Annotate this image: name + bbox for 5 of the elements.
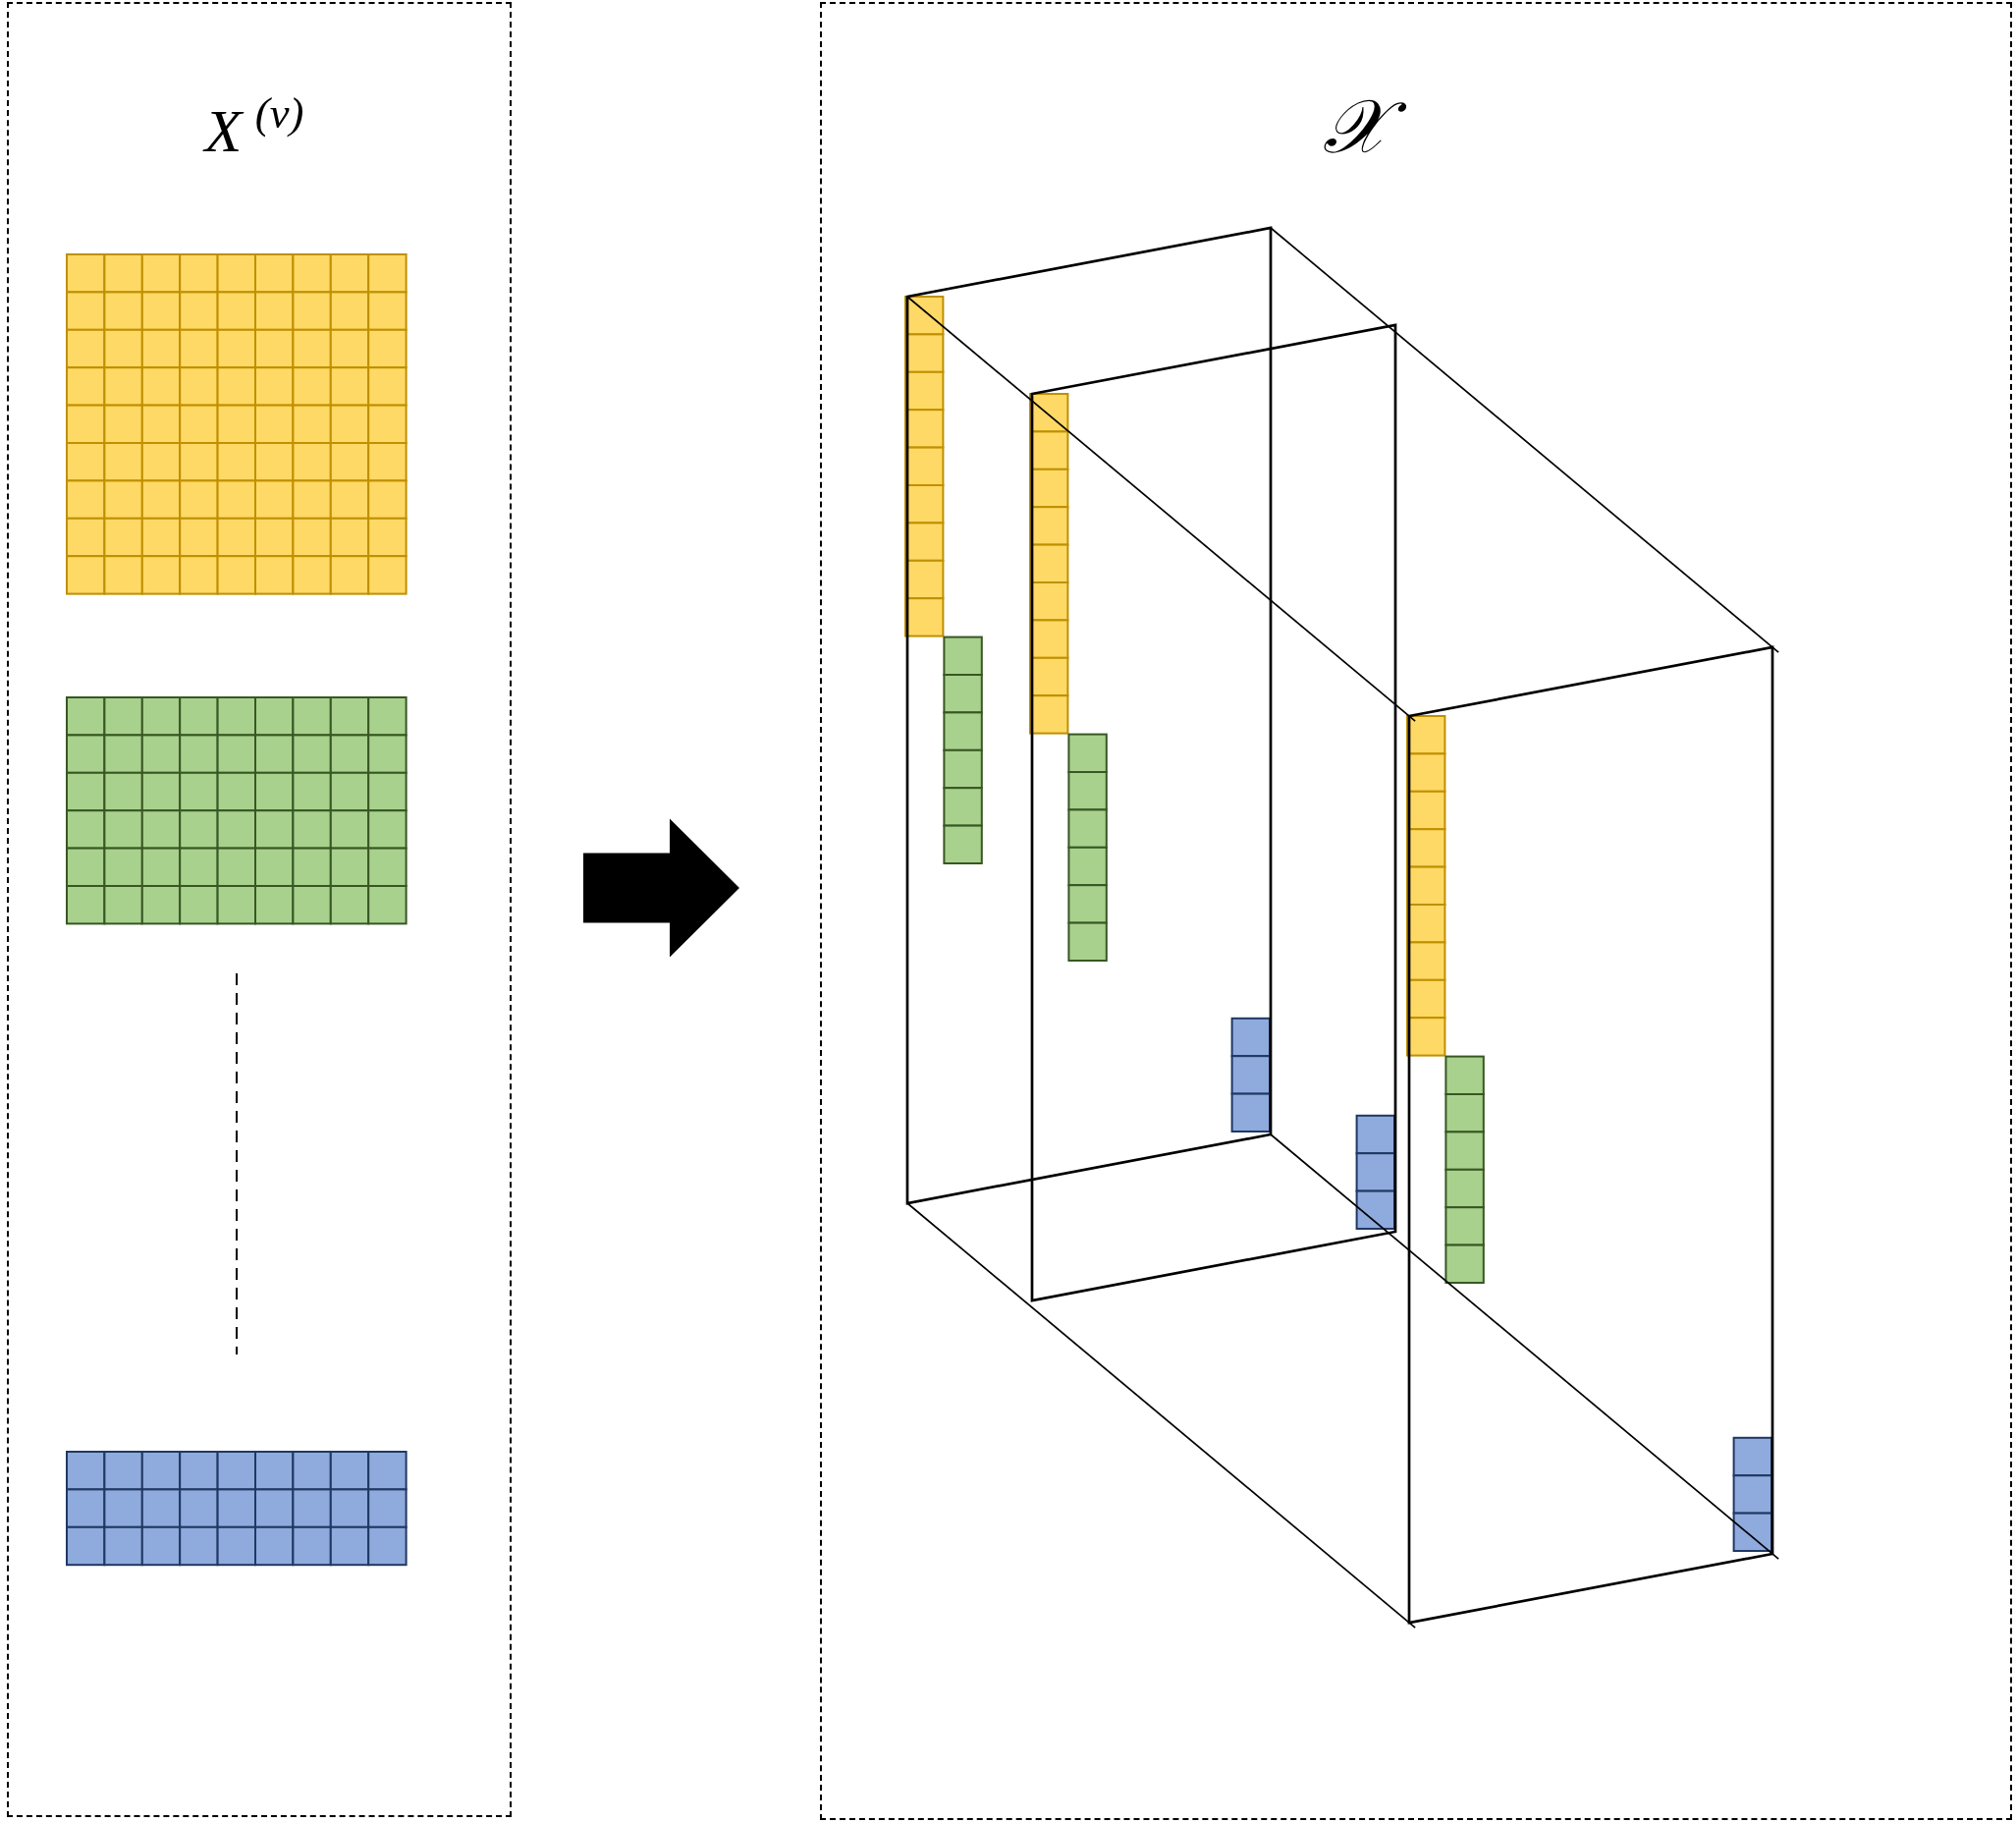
panel-title: X$^{(v)}$	[201, 86, 305, 166]
block-arrow	[583, 818, 739, 958]
panel-title: 𝒳	[1299, 64, 1409, 190]
dashed-panel	[820, 2, 2012, 1820]
dashed-panel	[7, 2, 512, 1817]
